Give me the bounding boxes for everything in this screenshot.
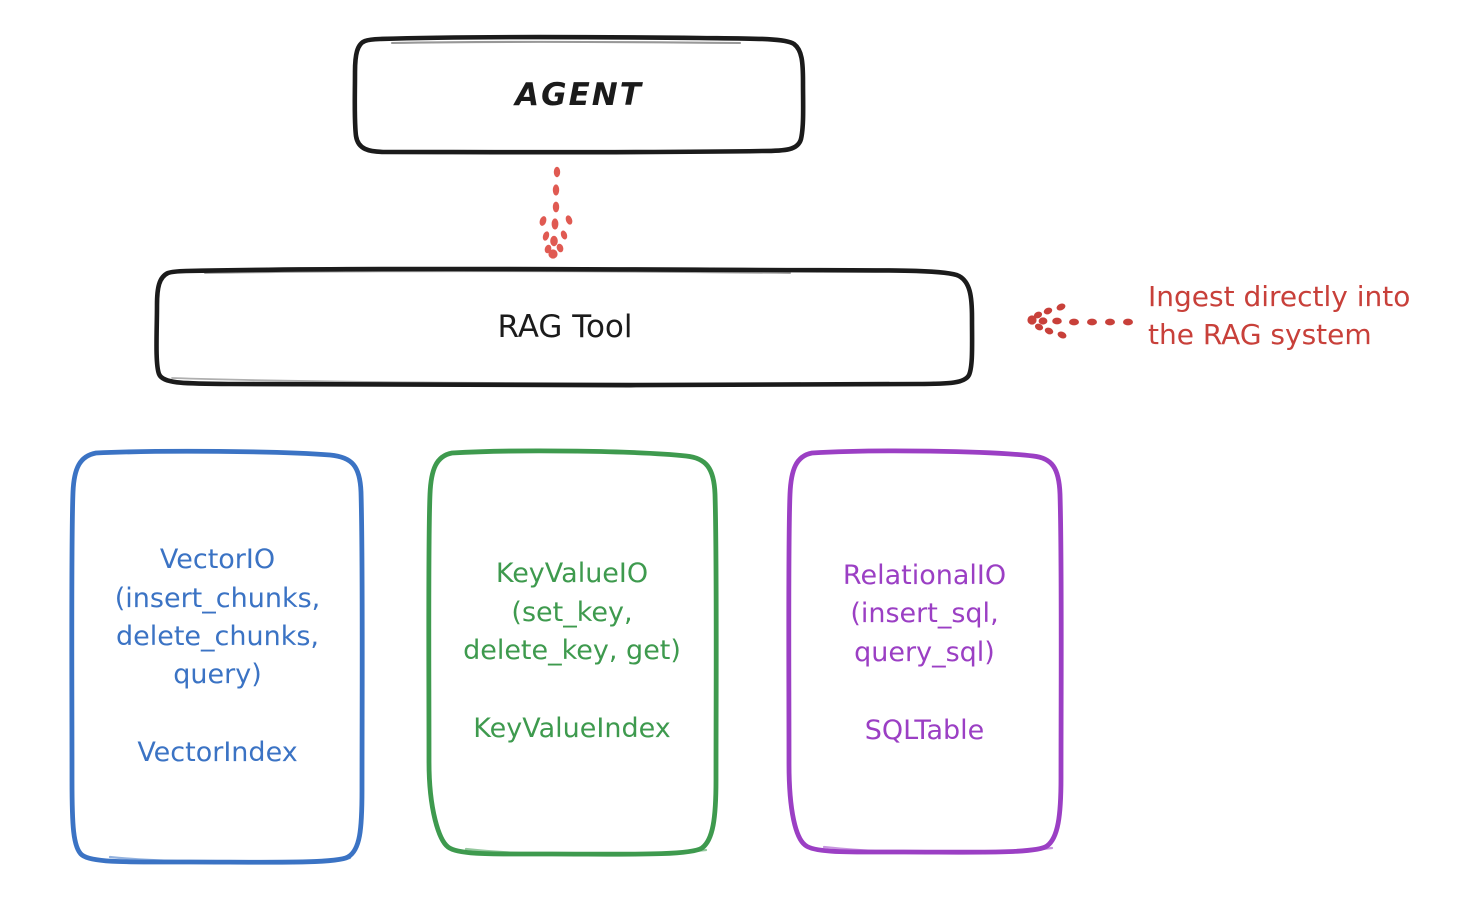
ingest-to-rag-arrow: [1027, 303, 1133, 339]
sql-table-label: SQLTable: [864, 714, 985, 746]
rag-tool-node-shape[interactable]: [154, 266, 975, 388]
vector-index-label: VectorIndex: [137, 737, 298, 769]
key-value-io-node-shape[interactable]: [426, 448, 719, 857]
relational-io-node-shape[interactable]: [786, 448, 1064, 855]
agent-node-shape[interactable]: [352, 34, 806, 155]
ingest-annotation-label: Ingest directly into the RAG system: [1148, 280, 1411, 352]
key-value-io-label-group: KeyValueIO (set_key, delete_key, get) Ke…: [428, 452, 716, 852]
agent-to-rag-arrow: [539, 166, 573, 259]
relational-io-api-label: RelationalIO (insert_sql, query_sql): [842, 559, 1007, 668]
vector-io-api-label: VectorIO (insert_chunks, delete_chunks, …: [114, 544, 321, 691]
vector-io-label-group: VectorIO (insert_chunks, delete_chunks, …: [72, 452, 363, 862]
vector-io-node-shape[interactable]: [69, 448, 365, 865]
key-value-index-label: KeyValueIndex: [473, 713, 671, 745]
relational-io-label-group: RelationalIO (insert_sql, query_sql) SQL…: [789, 452, 1060, 855]
key-value-io-api-label: KeyValueIO (set_key, delete_key, get): [463, 558, 681, 666]
